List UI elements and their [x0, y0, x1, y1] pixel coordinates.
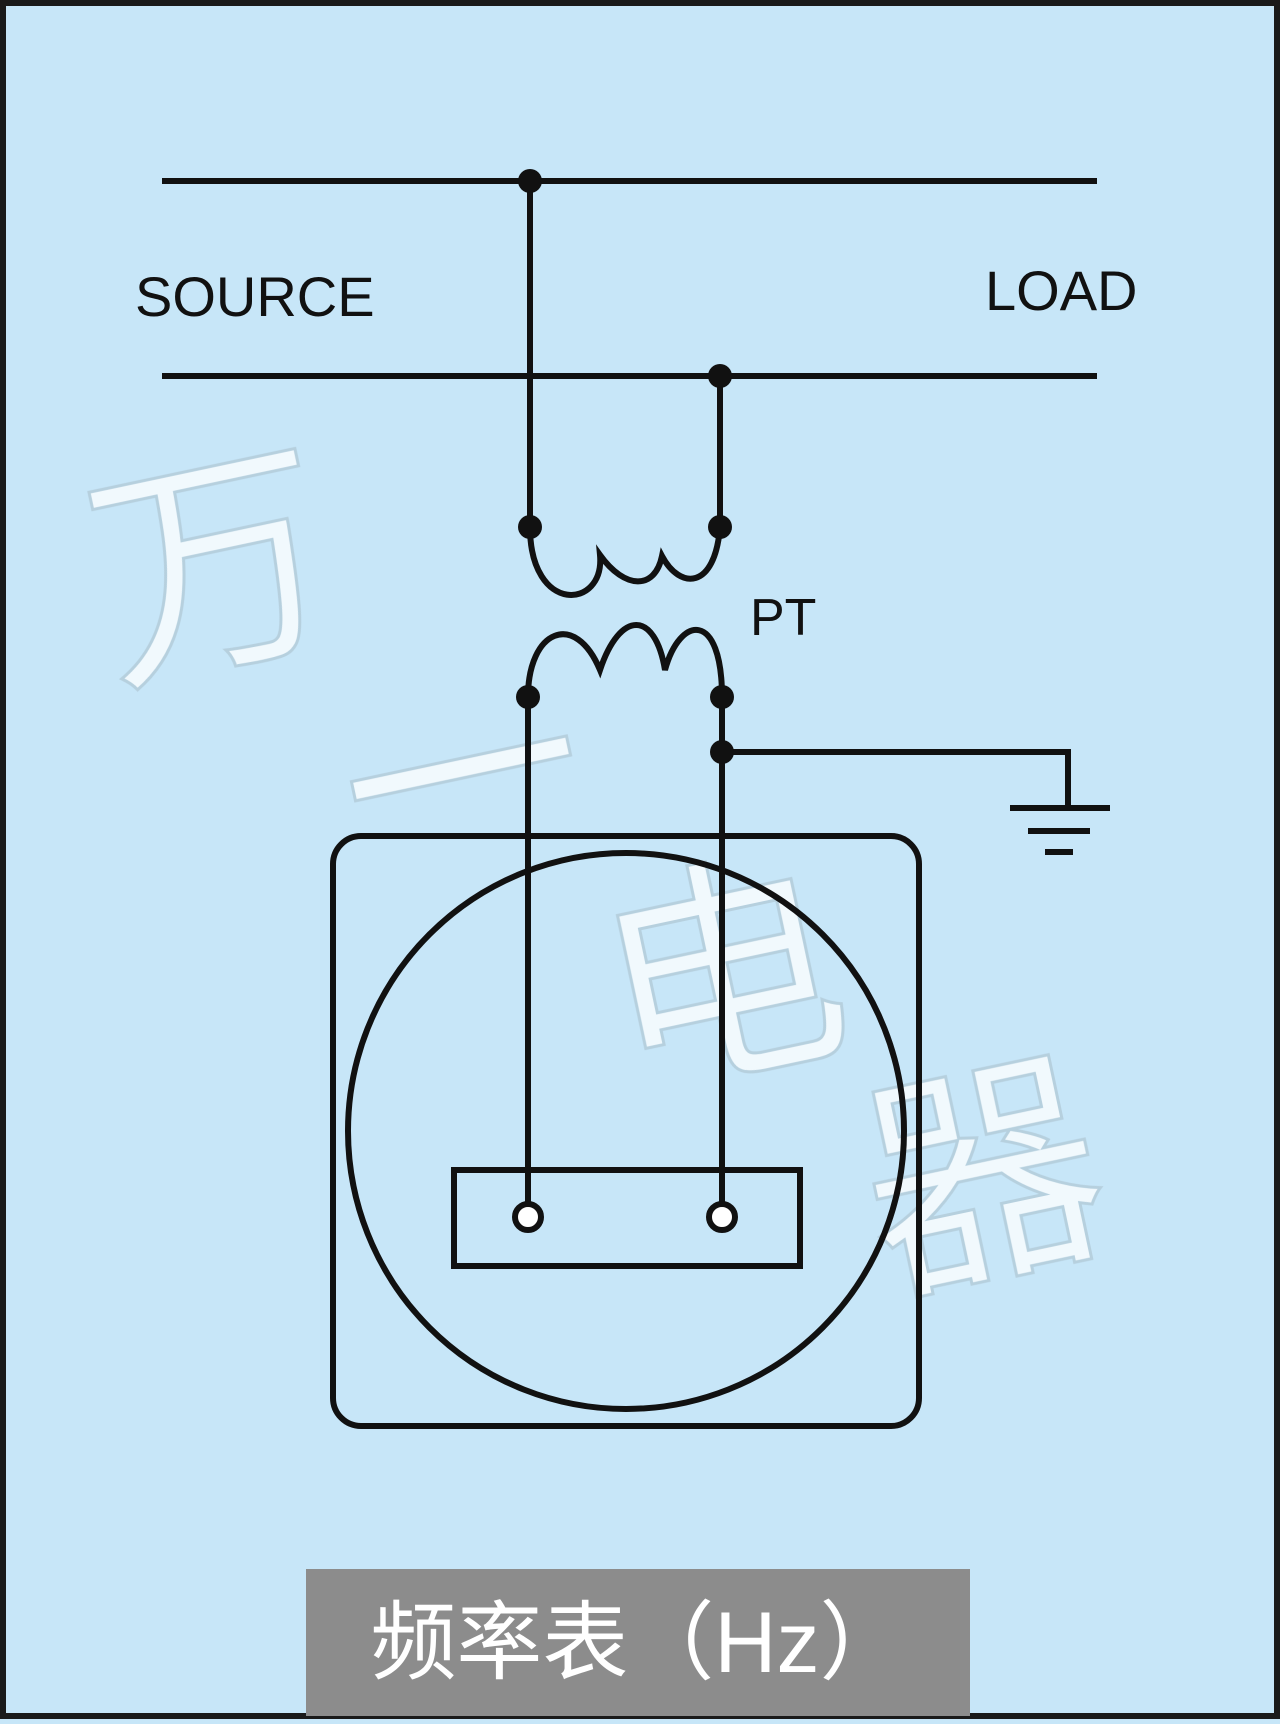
meter-terminal-right [706, 1201, 738, 1233]
junction-dot-secondary-left [516, 685, 540, 709]
caption-bar [306, 1569, 970, 1716]
junction-dot-primary-right [708, 515, 732, 539]
meter-terminal-block [451, 1167, 803, 1269]
load-label: LOAD [985, 259, 1138, 322]
ground-lead [722, 749, 1071, 808]
junction-dot-bottom-bus [708, 364, 732, 388]
pt-secondary-winding [525, 622, 725, 698]
watermark-char-4: 器 [837, 1023, 1127, 1335]
junction-dot-ground [710, 740, 734, 764]
watermark-char-1: 万 [67, 413, 357, 725]
junction-dot-primary-left [518, 515, 542, 539]
junction-dot-top-bus [518, 169, 542, 193]
pt-label: PT [750, 589, 816, 647]
source-label: SOURCE [135, 265, 375, 328]
meter-terminal-left [512, 1201, 544, 1233]
pt-primary-winding [527, 526, 723, 598]
meter-housing [330, 833, 922, 1429]
meter-dial [345, 850, 907, 1412]
caption-text: 频率表（Hz） [370, 1595, 905, 1691]
junction-dots [516, 169, 734, 764]
watermark-char-2: 一 [317, 623, 607, 935]
junction-dot-secondary-right [710, 685, 734, 709]
